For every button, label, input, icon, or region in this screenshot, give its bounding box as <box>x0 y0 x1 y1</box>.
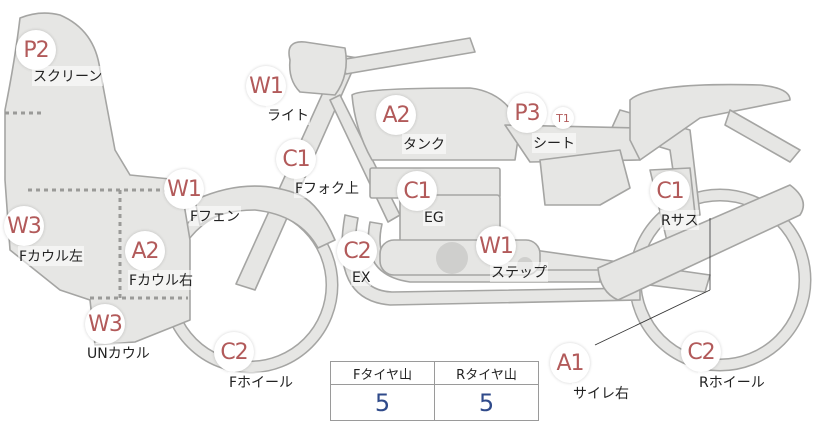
silencer-shape <box>597 184 805 301</box>
lcowl-grade-badge: W3 <box>4 206 44 246</box>
tire-tread-table: Fタイヤ山 Rタイヤ山 5 5 <box>330 361 539 421</box>
tank-grade-badge: A2 <box>376 95 416 135</box>
ffork-label: Fフォク上 <box>294 178 361 198</box>
ffender-grade-badge: W1 <box>164 169 204 209</box>
ffender-label: Fフェン <box>189 206 242 226</box>
rwheel-label: Rホイール <box>698 372 766 392</box>
engine-grade-badge: C1 <box>397 171 437 211</box>
uncowl-label: UNカウル <box>86 343 151 363</box>
ffork-grade-badge: C1 <box>276 139 316 179</box>
engine-label: EG <box>423 210 445 226</box>
uncowl-grade-badge: W3 <box>85 304 125 344</box>
fwheel-label: Fホイール <box>228 372 295 392</box>
step-grade-badge: W1 <box>476 226 516 266</box>
screen-grade-badge: P2 <box>16 30 56 70</box>
rear-tire-header: Rタイヤ山 <box>434 361 539 385</box>
seat-label: シート <box>532 133 576 153</box>
silencer-label: サイレ右 <box>572 383 630 403</box>
light-label: ライト <box>266 105 310 125</box>
exhaust-grade-badge: C2 <box>337 231 377 271</box>
lcowl-label: Fカウル左 <box>18 246 85 266</box>
rwheel-grade-badge: C2 <box>681 332 721 372</box>
front-tire-header: Fタイヤ山 <box>330 361 435 385</box>
step-label: ステップ <box>490 262 548 282</box>
tank-label: タンク <box>402 134 446 154</box>
light-grade-badge: W1 <box>246 66 286 106</box>
rsus-label: Rサス <box>660 210 700 230</box>
silencer-grade-badge: A1 <box>550 343 590 383</box>
rear-tire-value: 5 <box>434 384 539 421</box>
seat-grade-badge: P3 <box>507 93 547 133</box>
screen-label: スクリーン <box>32 66 104 86</box>
seat-sub-grade-badge: T1 <box>552 107 574 129</box>
rsus-grade-badge: C1 <box>650 171 690 211</box>
exhaust-label: EX <box>351 270 372 286</box>
front-tire-value: 5 <box>330 384 435 421</box>
rcowl-grade-badge: A2 <box>125 231 165 271</box>
rcowl-label: Fカウル右 <box>128 270 195 290</box>
fwheel-grade-badge: C2 <box>214 332 254 372</box>
